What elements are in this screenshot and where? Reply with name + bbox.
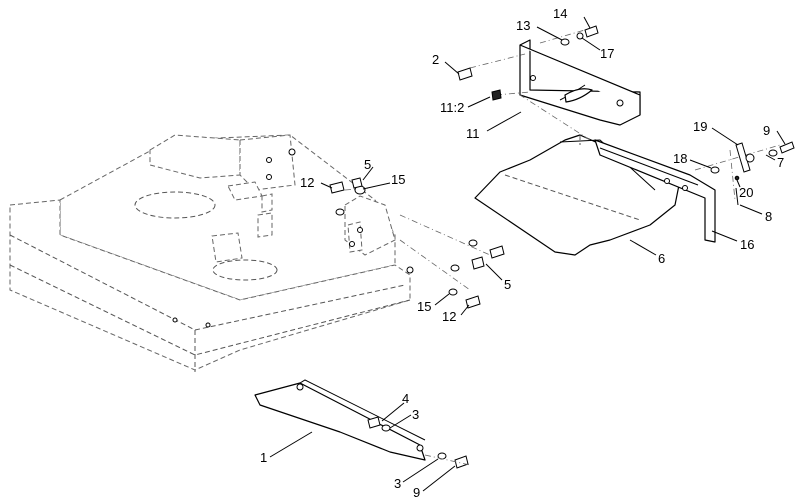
callout-14: 14	[553, 6, 567, 21]
hardware-item-18-19-7-9-20-8	[710, 141, 795, 206]
callout-5: 5	[364, 157, 371, 172]
callout-11-2: 11:2	[440, 100, 464, 115]
callout-18: 18	[673, 151, 687, 166]
callout-11: 11	[466, 126, 480, 141]
callout-7: 7	[777, 155, 784, 170]
callout-9: 9	[763, 123, 770, 138]
hardware-item-11-2	[491, 89, 502, 101]
chute-deflector-item-6	[474, 134, 681, 256]
lower-guard-item-1	[254, 379, 426, 461]
callout-17: 17	[600, 46, 614, 61]
mounting-bracket-item-11	[519, 39, 641, 126]
hardware-item-13-17-14	[560, 25, 599, 46]
hardware-item-12-5-15	[329, 177, 505, 309]
callout-4: 4	[402, 391, 409, 406]
callout-labels: 14 13 17 2 11:2 11 19 9 18 7 20 8 16 6 5…	[260, 6, 784, 499]
callout-6: 6	[658, 251, 665, 266]
callout-12: 12	[300, 175, 314, 190]
hardware-item-2	[457, 67, 473, 81]
callout-9: 9	[413, 485, 420, 499]
callout-19: 19	[693, 119, 707, 134]
leader-lines	[269, 16, 786, 492]
callout-13: 13	[516, 18, 530, 33]
callout-12: 12	[442, 309, 456, 324]
callout-3: 3	[394, 476, 401, 491]
callout-16: 16	[740, 237, 754, 252]
callout-5: 5	[504, 277, 511, 292]
callout-2: 2	[432, 52, 439, 67]
callout-15: 15	[417, 299, 431, 314]
mounting-plate-item-16	[594, 139, 716, 243]
mower-deck-phantom	[9, 134, 414, 372]
callout-15: 15	[391, 172, 405, 187]
callout-3: 3	[412, 407, 419, 422]
hardware-item-4-3-9	[367, 416, 469, 469]
callout-1: 1	[260, 450, 267, 465]
callout-8: 8	[765, 209, 772, 224]
callout-20: 20	[739, 185, 753, 200]
